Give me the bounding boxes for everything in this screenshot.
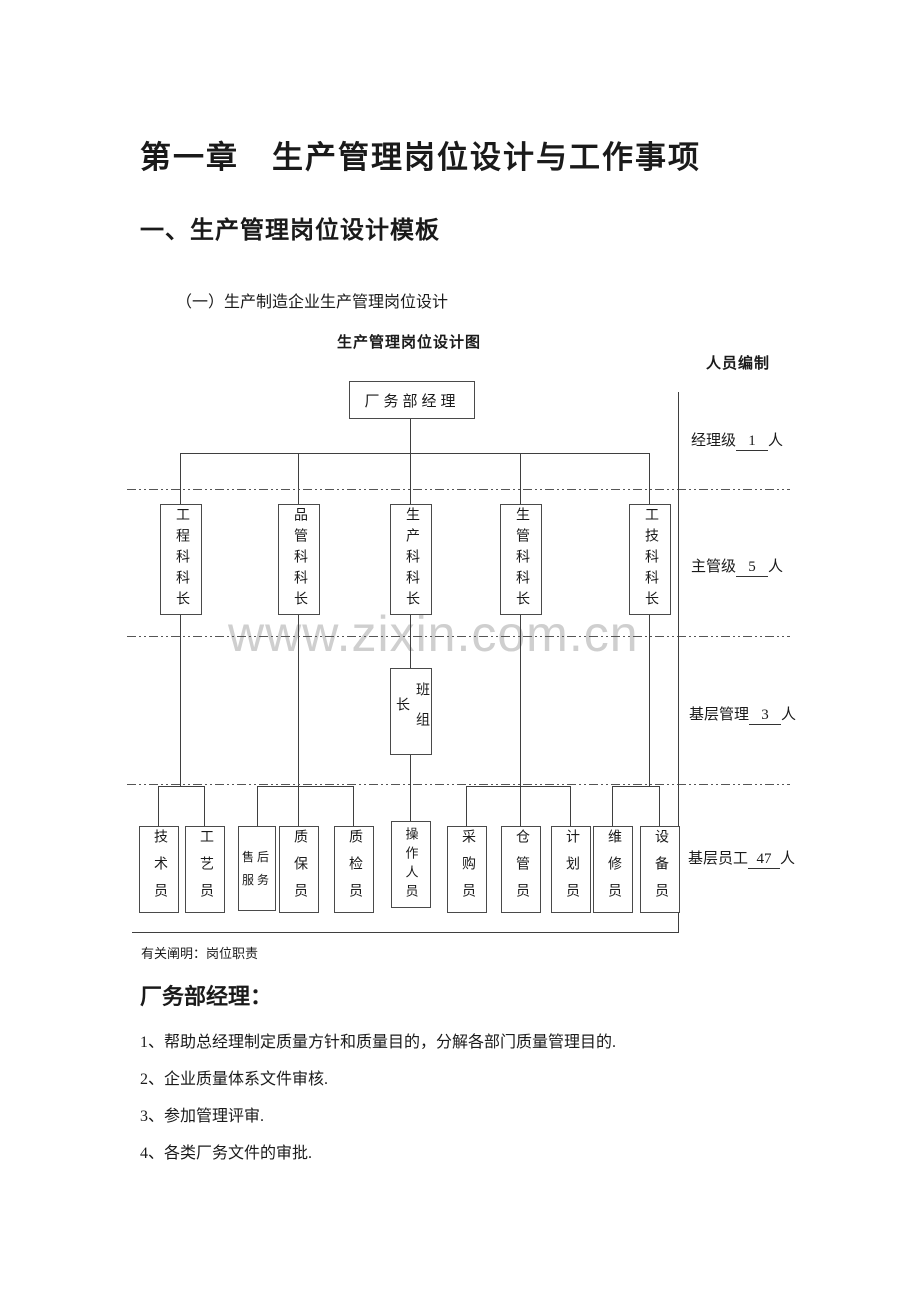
connector-line (466, 786, 467, 826)
duties-heading: 厂务部经理： (140, 984, 273, 1009)
connector-line (520, 613, 521, 826)
org-box-equipment: 设备员 (640, 826, 680, 913)
level-separator-line (127, 489, 790, 490)
chart-title: 生产管理岗位设计图 (337, 335, 482, 351)
org-box-process-worker: 工艺员 (185, 826, 225, 913)
org-box-after-sales-service: 售后服务 (238, 826, 276, 911)
org-box-quality-assurance: 质保员 (279, 826, 319, 913)
connector-line (520, 453, 521, 504)
chart-caption: 有关阐明：岗位职责 (141, 946, 259, 961)
connector-line (410, 417, 411, 453)
connector-line (298, 453, 299, 504)
chart-bottom-border (132, 932, 679, 933)
org-box-production-chief: 生产科科长 (390, 504, 432, 615)
staffing-level-label: 基层管理 (689, 707, 750, 723)
duty-item-2: 2、企业质量体系文件审核. (140, 1071, 329, 1088)
level-separator-line (127, 784, 790, 785)
duty-item-3: 3、参加管理评审. (140, 1108, 265, 1125)
connector-line (257, 786, 353, 787)
connector-line (180, 613, 181, 786)
org-box-quality-control-chief: 品管科科长 (278, 504, 320, 615)
connector-line (410, 453, 411, 504)
org-box-operators: 操作人员 (391, 821, 431, 908)
org-box-purchaser: 采购员 (447, 826, 487, 913)
staffing-count: 3 (749, 707, 782, 725)
connector-line (570, 786, 571, 826)
watermark: www.zixin.com.cn (228, 606, 639, 662)
org-box-quality-inspector: 质检员 (334, 826, 374, 913)
connector-line (204, 786, 205, 826)
connector-line (659, 786, 660, 826)
connector-line (180, 453, 181, 504)
connector-line (612, 786, 659, 787)
org-box-factory-manager: 厂务部经理 (349, 381, 475, 419)
level-separator-line (127, 636, 790, 637)
connector-line (353, 786, 354, 826)
section-title: 一、生产管理岗位设计模板 (140, 217, 440, 244)
staffing-count: 1 (736, 433, 769, 451)
connector-line (410, 613, 411, 668)
staffing-level-label: 主管级 (691, 559, 737, 575)
duty-item-4: 4、各类厂务文件的审批. (140, 1145, 313, 1162)
staffing-level-label: 基层员工 (688, 851, 749, 867)
staffing-unit: 人 (780, 851, 796, 867)
staffing-unit: 人 (768, 433, 784, 449)
connector-line (180, 453, 650, 454)
connector-line (612, 786, 613, 826)
staffing-unit: 人 (768, 559, 784, 575)
chart-right-border (678, 392, 679, 932)
connector-line (649, 613, 650, 786)
staffing-count: 5 (736, 559, 769, 577)
connector-line (158, 786, 204, 787)
connector-line (298, 613, 299, 826)
org-box-engineering-chief: 工程科科长 (160, 504, 202, 615)
connector-line (257, 786, 258, 826)
staffing-header: 人员编制 (706, 356, 771, 372)
chapter-title: 第一章 生产管理岗位设计与工作事项 (140, 140, 701, 175)
org-box-technology-chief: 工技科科长 (629, 504, 671, 615)
duty-item-1: 1、帮助总经理制定质量方针和质量目的，分解各部门质量管理目的. (140, 1034, 617, 1051)
subsection-title: （一）生产制造企业生产管理岗位设计 (176, 294, 449, 311)
connector-line (158, 786, 159, 826)
staffing-count: 47 (748, 851, 781, 869)
connector-line (410, 753, 411, 821)
org-box-maintenance: 维修员 (593, 826, 633, 913)
org-box-team-leader: 班组长 (390, 668, 432, 755)
org-box-technician: 技术员 (139, 826, 179, 913)
org-box-production-mgmt-chief: 生管科科长 (500, 504, 542, 615)
org-box-warehouse-keeper: 仓管员 (501, 826, 541, 913)
connector-line (466, 786, 570, 787)
staffing-unit: 人 (781, 707, 797, 723)
staffing-level-label: 经理级 (691, 433, 737, 449)
connector-line (649, 453, 650, 504)
org-box-planner: 计划员 (551, 826, 591, 913)
